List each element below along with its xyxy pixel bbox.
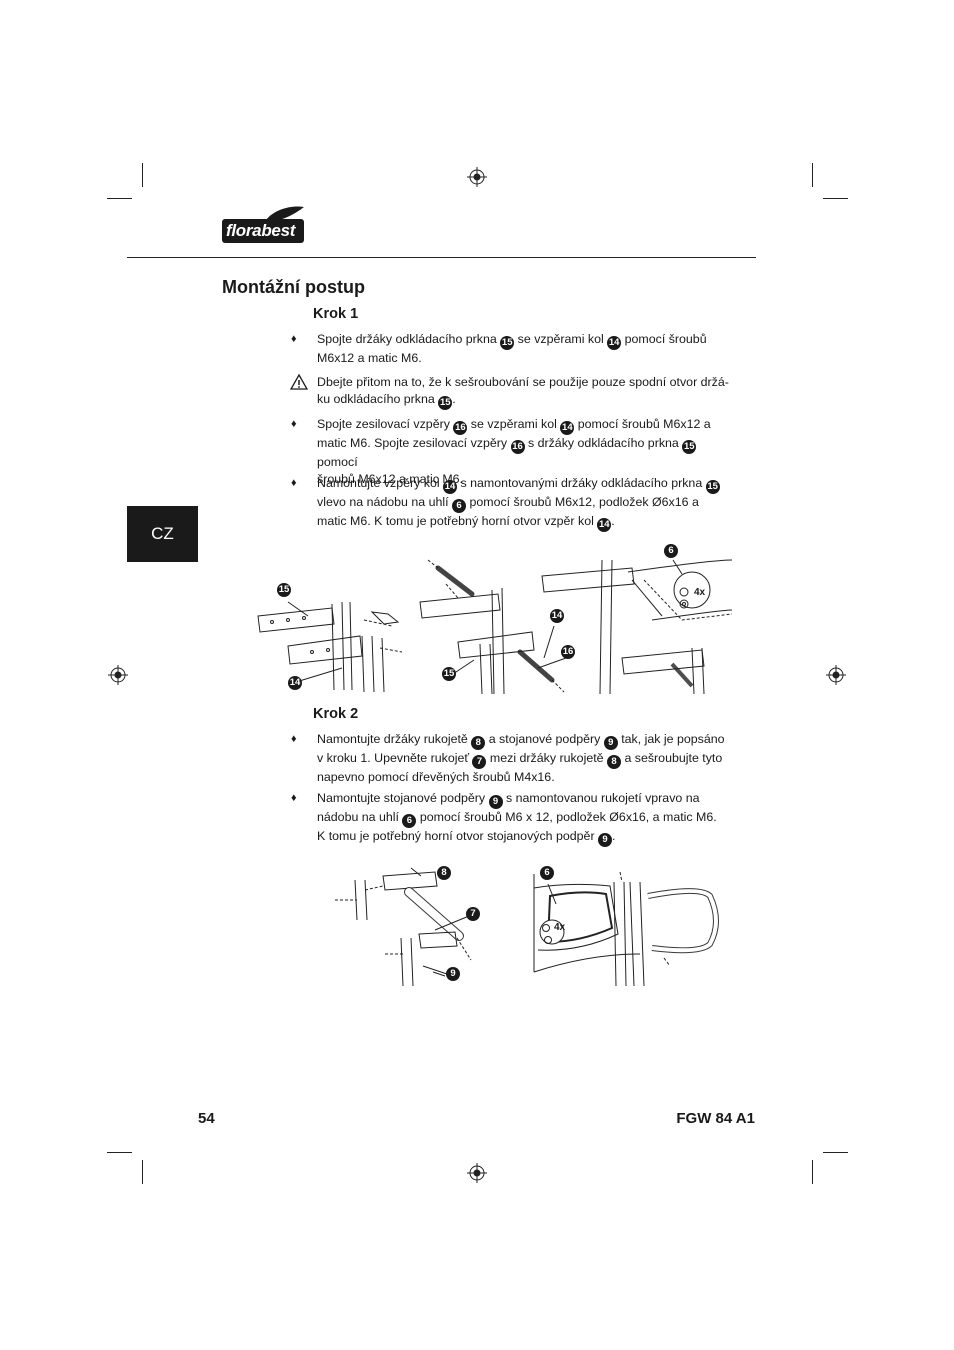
quantity-label: 4x: [694, 587, 706, 598]
warning-icon: [370, 611, 400, 625]
callout-8: 8: [437, 866, 451, 880]
registration-mark-icon: [108, 665, 128, 685]
callout-15: 15: [442, 667, 456, 681]
step1-item-2: ♦ Spojte zesilovací vzpěry 16 se vzpěram…: [291, 416, 733, 488]
logo-text: florabest: [226, 221, 296, 240]
step2-item-1: ♦ Namontujte držáky rukojetě 8 a stojano…: [291, 731, 733, 786]
crop-mark: [823, 1152, 848, 1153]
step2-figure-left: 8 7 9: [325, 862, 485, 992]
right-assembly: [541, 559, 732, 695]
item-text: Spojte zesilovací vzpěry 16 se vzpěrami …: [317, 417, 711, 486]
middle-assembly: [419, 559, 565, 695]
item-text: Namontujte držáky rukojetě 8 a stojanové…: [317, 732, 725, 784]
quantity-label: 4x: [554, 922, 566, 933]
crop-mark: [812, 1160, 813, 1184]
callout-9: 9: [446, 967, 460, 981]
bullet-icon: ♦: [291, 477, 297, 489]
callout-14: 14: [550, 609, 564, 623]
item-text: Namontujte vzpěry kol 14 s namontovanými…: [317, 476, 720, 532]
step2-figure-right: 6 4x: [530, 862, 730, 992]
language-tab: CZ: [127, 506, 198, 562]
callout-14: 14: [288, 676, 302, 690]
bullet-icon: ♦: [291, 418, 297, 430]
header-rule: [127, 257, 756, 258]
step1-figure: 15 14 15 14 16 6 4x: [252, 540, 732, 698]
left-assembly: [257, 601, 403, 693]
callout-15: 15: [277, 583, 291, 597]
crop-mark: [142, 1160, 143, 1184]
leaf-icon: [264, 206, 304, 223]
callout-7: 7: [466, 907, 480, 921]
model-number: FGW 84 A1: [676, 1110, 755, 1127]
callout-6: 6: [664, 544, 678, 558]
crop-mark: [812, 163, 813, 187]
step1-heading: Krok 1: [313, 306, 359, 322]
bullet-icon: ♦: [291, 333, 297, 345]
callout-6: 6: [540, 866, 554, 880]
step2-item-2: ♦ Namontujte stojanové podpěry 9 s namon…: [291, 790, 733, 847]
step1-item-3: ♦ Namontujte vzpěry kol 14 s namontovaný…: [291, 475, 733, 532]
page-title: Montážní postup: [222, 277, 365, 297]
crop-mark: [107, 198, 132, 199]
crop-mark: [823, 198, 848, 199]
step2-heading: Krok 2: [313, 706, 359, 722]
bullet-icon: ♦: [291, 733, 297, 745]
bullet-icon: ♦: [291, 792, 297, 804]
registration-mark-icon: [826, 665, 846, 685]
item-text: Namontujte stojanové podpěry 9 s namonto…: [317, 791, 717, 847]
brand-logo: florabest: [222, 205, 306, 245]
item-text: Spojte držáky odkládacího prkna 15 se vz…: [317, 332, 707, 365]
crop-mark: [107, 1152, 132, 1153]
registration-mark-icon: [467, 167, 487, 187]
crop-mark: [142, 163, 143, 187]
step1-warning: Dbejte přitom na to, že k sešroubování s…: [290, 374, 733, 410]
page-number: 54: [198, 1110, 215, 1127]
warning-icon: [290, 374, 308, 390]
item-text: Dbejte přitom na to, že k sešroubování s…: [317, 375, 729, 410]
registration-mark-icon: [467, 1163, 487, 1183]
step1-item-1: ♦ Spojte držáky odkládacího prkna 15 se …: [291, 331, 733, 367]
callout-16: 16: [561, 645, 575, 659]
